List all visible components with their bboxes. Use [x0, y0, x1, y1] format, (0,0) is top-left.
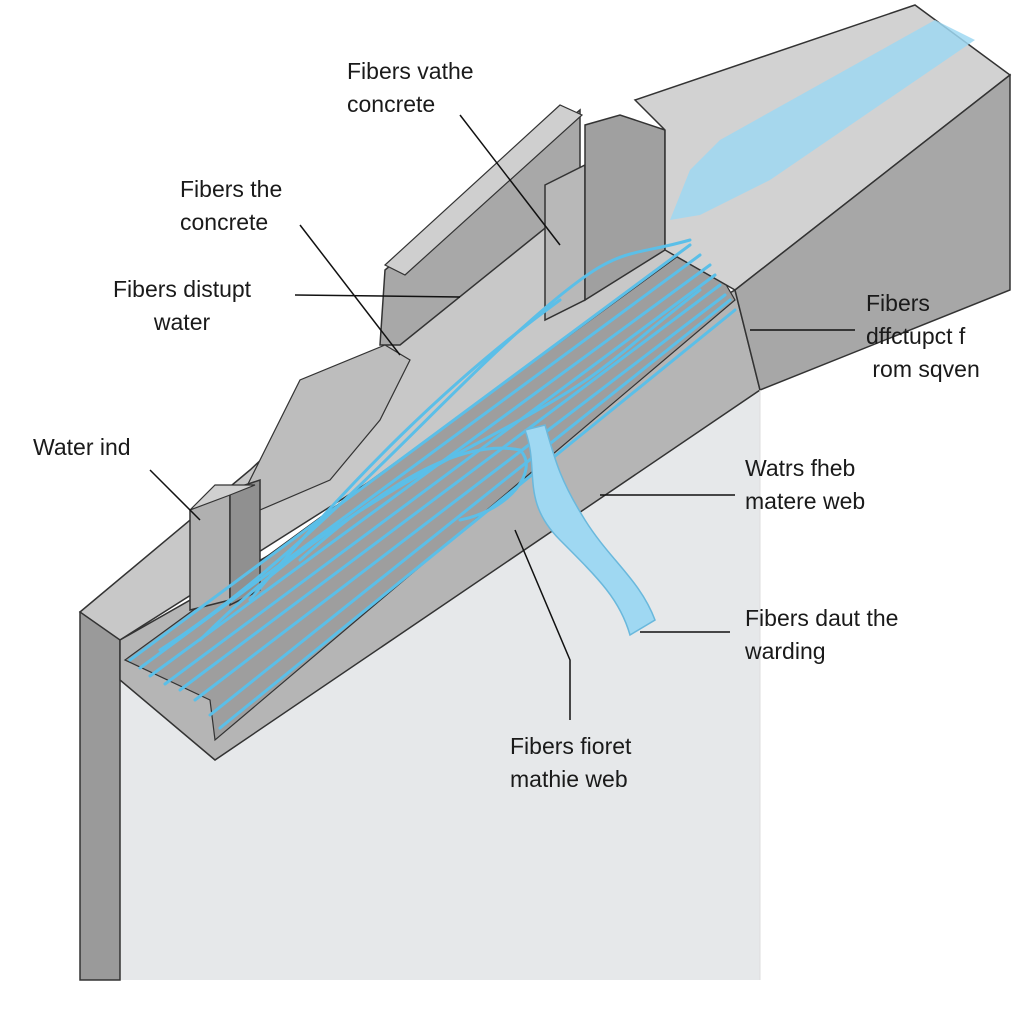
back-wall-top — [383, 104, 584, 276]
label-left: Water ind — [33, 434, 131, 460]
post-top — [189, 484, 256, 511]
pillar-front — [544, 163, 586, 322]
broken-edge — [228, 344, 411, 522]
water-stream-top — [670, 20, 975, 220]
beam-left-end-face — [79, 611, 121, 981]
fiber-bundle — [128, 238, 737, 730]
water-ribbon — [524, 424, 656, 637]
leader-lines — [149, 114, 855, 720]
